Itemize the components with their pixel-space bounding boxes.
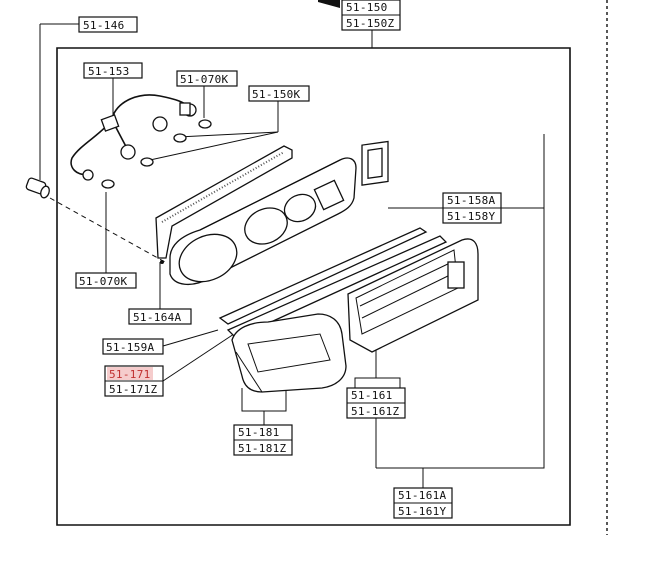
svg-text:51-159A: 51-159A bbox=[106, 341, 155, 354]
lens-part bbox=[231, 313, 347, 393]
pointer-dot bbox=[160, 260, 164, 264]
bracket-part bbox=[361, 140, 389, 186]
svg-text:51-161: 51-161 bbox=[351, 389, 393, 402]
label-51-150[interactable]: 51-150 51-150Z bbox=[341, 0, 401, 31]
top-mark bbox=[318, 0, 340, 8]
label-51-158[interactable]: 51-158A 51-158Y bbox=[442, 192, 502, 224]
svg-text:51-161A: 51-161A bbox=[398, 489, 447, 502]
label-51-161[interactable]: 51-161 51-161Z bbox=[346, 387, 406, 419]
label-51-153[interactable]: 51-153 bbox=[83, 62, 143, 79]
svg-text:51-171Z: 51-171Z bbox=[109, 383, 158, 396]
housing-part bbox=[169, 157, 357, 285]
bolt-axis bbox=[49, 197, 166, 263]
highlight-marker bbox=[107, 367, 153, 380]
svg-text:51-150: 51-150 bbox=[346, 1, 388, 14]
gasket-part bbox=[155, 145, 293, 259]
label-51-070k-top[interactable]: 51-070K bbox=[176, 70, 238, 87]
svg-text:51-161Y: 51-161Y bbox=[398, 505, 447, 518]
svg-text:51-146: 51-146 bbox=[83, 19, 125, 32]
svg-text:51-161Z: 51-161Z bbox=[351, 405, 400, 418]
label-51-181[interactable]: 51-181 51-181Z bbox=[233, 424, 293, 456]
label-51-070k-bottom[interactable]: 51-070K bbox=[75, 272, 137, 289]
svg-text:51-164A: 51-164A bbox=[133, 311, 182, 324]
label-51-171[interactable]: 51-171 51-171Z bbox=[104, 365, 164, 397]
svg-text:51-070K: 51-070K bbox=[180, 73, 229, 86]
svg-text:51-150Z: 51-150Z bbox=[346, 17, 395, 30]
label-51-161a[interactable]: 51-161A 51-161Y bbox=[393, 487, 453, 519]
svg-text:51-158Y: 51-158Y bbox=[447, 210, 496, 223]
svg-text:51-070K: 51-070K bbox=[79, 275, 128, 288]
molding-strip-part bbox=[218, 227, 448, 339]
label-51-150k[interactable]: 51-150K bbox=[248, 85, 310, 102]
wire-harness-part bbox=[70, 94, 197, 181]
svg-text:51-150K: 51-150K bbox=[252, 88, 301, 101]
bolt-part bbox=[25, 177, 50, 199]
garnish-panel-part bbox=[347, 238, 479, 353]
svg-text:51-181Z: 51-181Z bbox=[238, 442, 287, 455]
svg-text:51-181: 51-181 bbox=[238, 426, 280, 439]
bulb-part bbox=[101, 119, 212, 189]
svg-text:51-158A: 51-158A bbox=[447, 194, 496, 207]
svg-text:51-171: 51-171 bbox=[109, 368, 151, 381]
label-51-159a[interactable]: 51-159A bbox=[102, 338, 164, 355]
svg-text:51-153: 51-153 bbox=[88, 65, 130, 78]
label-51-164a[interactable]: 51-164A bbox=[128, 308, 192, 325]
assembly-frame bbox=[56, 47, 571, 526]
label-51-146[interactable]: 51-146 bbox=[78, 16, 138, 33]
